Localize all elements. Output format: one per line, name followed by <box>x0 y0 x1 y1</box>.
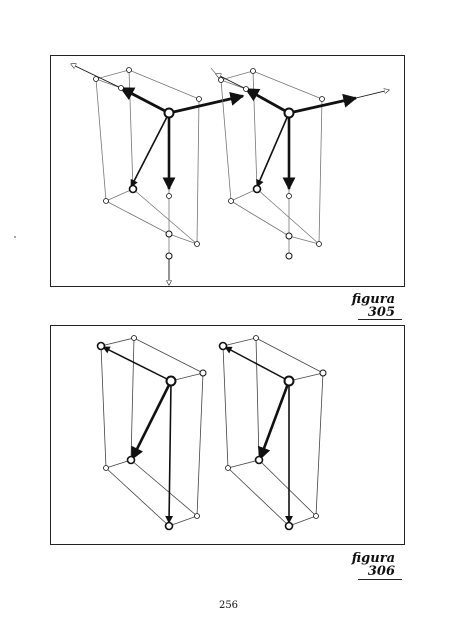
figure-306-caption-label: figura <box>351 551 395 566</box>
figure-306-left-view <box>96 335 207 531</box>
figure-305-caption: figura 305 <box>352 293 395 319</box>
figure-305-drawing <box>51 56 406 288</box>
figure-306-caption-rule <box>358 579 402 580</box>
scan-speck <box>14 236 16 238</box>
page-number: 256 <box>218 600 239 611</box>
figure-306-panel <box>50 325 405 545</box>
figure-305-caption-rule <box>358 319 402 320</box>
figure-305-left-view <box>71 64 245 285</box>
figure-306-drawing <box>96 335 327 531</box>
figure-305-right-view <box>210 67 389 260</box>
figure-306-caption: figura 306 <box>352 552 395 578</box>
figure-305-panel <box>50 55 405 287</box>
figure-305-caption-label: figura <box>351 292 395 307</box>
figure-305-caption-number: 305 <box>367 305 395 320</box>
figure-306-caption-number: 306 <box>367 564 395 579</box>
figure-306-right-view <box>218 335 327 531</box>
